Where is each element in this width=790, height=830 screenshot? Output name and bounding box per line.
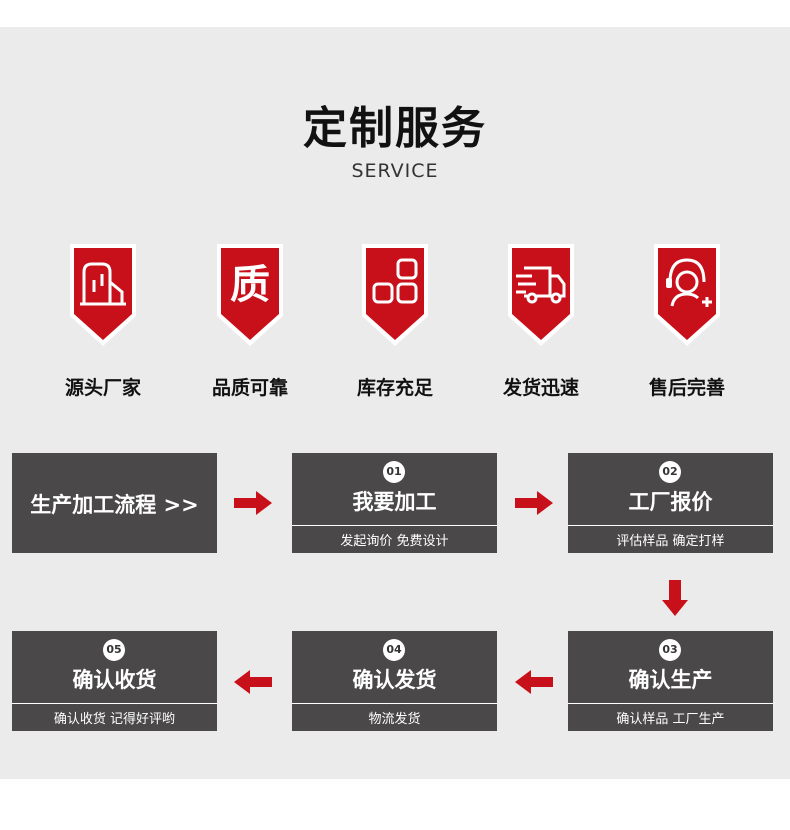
step-01-subtitle: 发起询价 免费设计 [340, 534, 449, 549]
step-05-subtitle: 确认收货 记得好评哟 [53, 712, 176, 727]
feature-label-quality: 品质可靠 [211, 377, 288, 399]
factory-badge [66, 244, 140, 348]
quality-icon: 质 [230, 261, 270, 308]
arrow-right-icon [515, 491, 553, 515]
divider [292, 703, 497, 704]
feature-label-stock: 库存充足 [356, 377, 433, 399]
page-subtitle: SERVICE [351, 160, 439, 182]
step-01-box: 01 我要加工 发起询价 免费设计 [292, 453, 497, 553]
process-start-label: 生产加工流程 >> [30, 493, 199, 517]
arrow-left-icon [234, 670, 272, 694]
divider [568, 525, 773, 526]
step-05-number: 05 [103, 639, 125, 661]
divider [12, 703, 217, 704]
support-icon [666, 258, 712, 307]
truck-badge [504, 244, 578, 348]
step-03-box: 03 确认生产 确认样品 工厂生产 [568, 631, 773, 731]
badge-shape [217, 244, 283, 346]
feature-label-truck: 发货迅速 [502, 377, 579, 399]
factory-icon [80, 262, 126, 306]
arrow-down-icon [662, 580, 688, 616]
step-03-number: 03 [659, 639, 681, 661]
step-05-box: 05 确认收货 确认收货 记得好评哟 [12, 631, 217, 731]
quality-badge: 质 [213, 244, 287, 348]
arrow-left-icon [515, 670, 553, 694]
process-start-box: 生产加工流程 >> [12, 453, 217, 553]
step-03-subtitle: 确认样品 工厂生产 [616, 712, 725, 727]
stock-icon [372, 258, 418, 304]
step-02-box: 02 工厂报价 评估样品 确定打样 [568, 453, 773, 553]
step-05-title: 确认收货 [72, 668, 157, 692]
feature-label-factory: 源头厂家 [64, 377, 141, 399]
step-02-subtitle: 评估样品 确定打样 [616, 534, 725, 549]
badge-shape [70, 244, 136, 346]
step-01-title: 我要加工 [352, 490, 437, 514]
step-01-number: 01 [383, 461, 405, 483]
feature-label-support: 售后完善 [648, 377, 725, 399]
page-title: 定制服务 [303, 103, 487, 154]
step-03-title: 确认生产 [628, 668, 713, 692]
step-02-title: 工厂报价 [628, 490, 713, 514]
step-04-box: 04 确认发货 物流发货 [292, 631, 497, 731]
divider [568, 703, 773, 704]
step-02-number: 02 [659, 461, 681, 483]
step-04-title: 确认发货 [352, 668, 437, 692]
stock-badge [358, 244, 432, 348]
truck-icon [516, 266, 566, 304]
step-04-subtitle: 物流发货 [368, 712, 421, 727]
arrow-right-icon [234, 491, 272, 515]
divider [292, 525, 497, 526]
support-badge [650, 244, 724, 348]
step-04-number: 04 [383, 639, 405, 661]
badge-shape [362, 244, 428, 346]
